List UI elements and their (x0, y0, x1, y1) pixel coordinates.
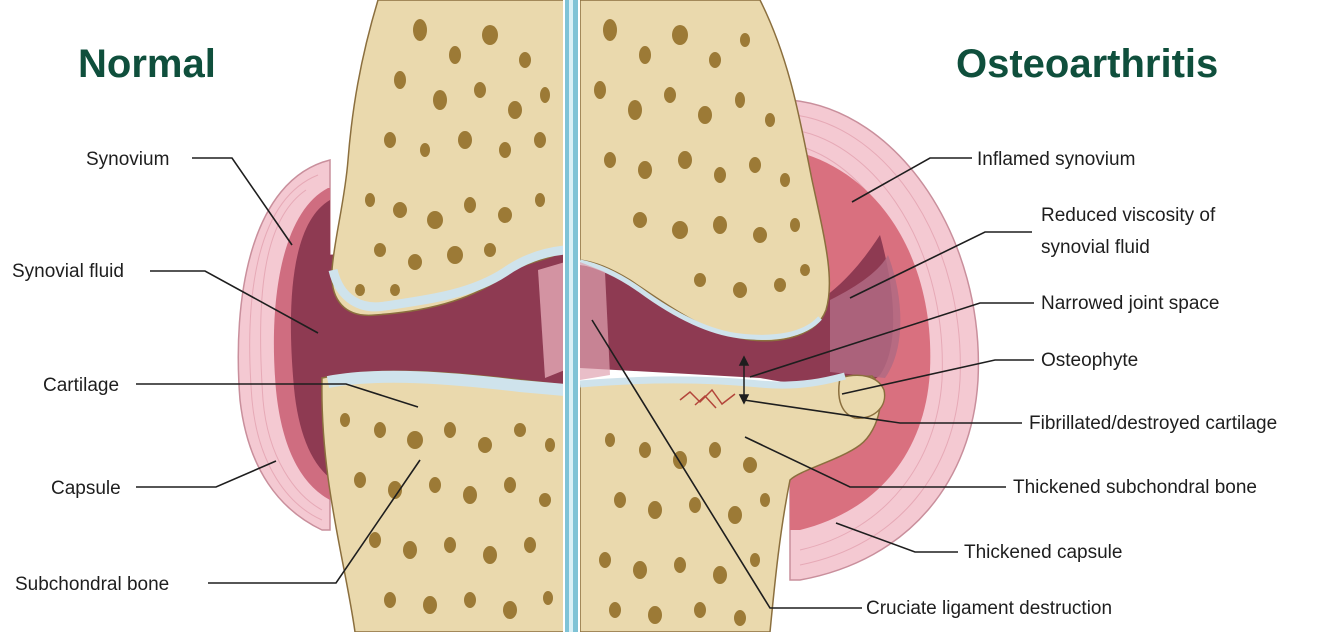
label-capsule: Capsule (51, 479, 121, 498)
label-thickened-capsule: Thickened capsule (964, 543, 1122, 562)
label-narrowed-joint-space: Narrowed joint space (1041, 294, 1219, 313)
label-inflamed-synovium: Inflamed synovium (977, 150, 1135, 169)
label-reduced-viscosity-line1: Reduced viscosity of (1041, 206, 1215, 225)
osteoarthritis-heading: Osteoarthritis (956, 44, 1218, 84)
center-divider-highlight (569, 0, 573, 632)
normal-heading: Normal (78, 44, 216, 84)
label-reduced-viscosity-line2: synovial fluid (1041, 238, 1150, 257)
label-cartilage: Cartilage (43, 376, 119, 395)
label-thickened-subchondral-bone: Thickened subchondral bone (1013, 478, 1257, 497)
leader-capsule (136, 461, 276, 487)
osteophyte-shape (839, 375, 885, 418)
label-subchondral-bone: Subchondral bone (15, 575, 169, 594)
label-osteophyte: Osteophyte (1041, 351, 1138, 370)
normal-lower-bone (322, 371, 565, 632)
label-cruciate-ligament-destruction: Cruciate ligament destruction (866, 599, 1112, 618)
label-fibrillated-cartilage: Fibrillated/destroyed cartilage (1029, 414, 1277, 433)
label-synovial-fluid: Synovial fluid (12, 262, 124, 281)
osteoarthritis-joint (580, 0, 978, 632)
label-synovium: Synovium (86, 150, 169, 169)
